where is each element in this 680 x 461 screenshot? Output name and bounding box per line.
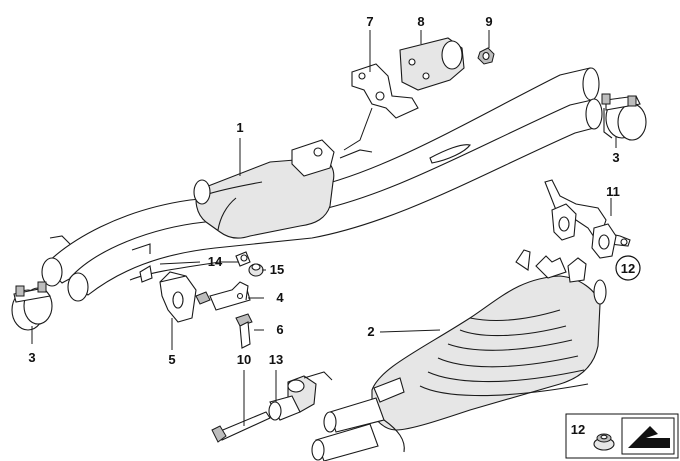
clamp-left bbox=[11, 281, 53, 331]
hex-nut-top bbox=[477, 47, 495, 65]
callout-3-left: 3 bbox=[28, 350, 35, 365]
callout-2: 2 bbox=[367, 324, 374, 339]
callout-13: 13 bbox=[269, 352, 283, 367]
callout-6: 6 bbox=[276, 322, 283, 337]
grommet-icon bbox=[593, 433, 615, 451]
long-bolt bbox=[211, 411, 271, 443]
hex-bolt bbox=[235, 313, 253, 349]
direction-arrow-icon bbox=[628, 426, 670, 448]
support-strap bbox=[129, 243, 251, 283]
centre-silencer bbox=[193, 139, 335, 239]
callout-12-circle bbox=[615, 255, 641, 281]
callout-12-circled: 12 bbox=[621, 261, 635, 276]
callout-15: 15 bbox=[270, 262, 284, 277]
rear-silencer bbox=[311, 249, 607, 461]
callout-4: 4 bbox=[276, 290, 284, 305]
callout-1: 1 bbox=[236, 120, 243, 135]
clamp-right bbox=[601, 93, 647, 141]
cap-nut bbox=[248, 263, 264, 277]
twin-exhaust-pipes bbox=[41, 67, 603, 302]
callout-10: 10 bbox=[237, 352, 251, 367]
callout-labels: 1 2 3 3 4 5 6 7 8 9 10 11 12 13 14 15 bbox=[28, 14, 641, 367]
rear-hanger-bracket bbox=[544, 179, 631, 259]
rubber-hanger bbox=[159, 271, 197, 323]
callout-9: 9 bbox=[485, 14, 492, 29]
callout-14: 14 bbox=[208, 254, 223, 269]
callout-3-right: 3 bbox=[612, 150, 619, 165]
callout-11: 11 bbox=[606, 184, 620, 199]
part-12-legend-box: 12 bbox=[565, 413, 679, 459]
hanger-bracket-top bbox=[343, 63, 419, 151]
callout-5: 5 bbox=[168, 352, 175, 367]
mounting-bracket bbox=[195, 281, 251, 311]
callout-12-legend: 12 bbox=[571, 422, 585, 437]
callout-leader-lines bbox=[31, 30, 617, 426]
callout-8: 8 bbox=[417, 14, 424, 29]
callout-7: 7 bbox=[366, 14, 373, 29]
rubber-buffer bbox=[268, 371, 333, 421]
rubber-mount-top bbox=[399, 37, 465, 91]
